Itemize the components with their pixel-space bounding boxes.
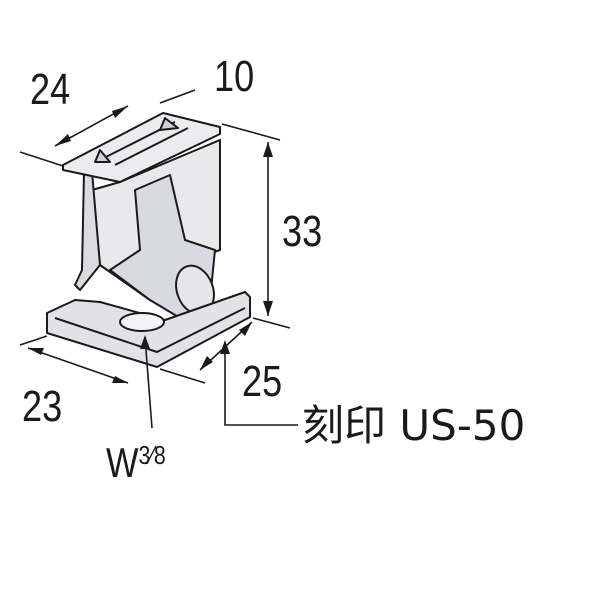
thread-size-label: W3⁄8 — [106, 439, 166, 486]
dim-label-top-width: 24 — [30, 65, 71, 114]
dim-label-base-depth: 25 — [242, 357, 283, 406]
dim-label-top-depth: 10 — [214, 52, 255, 101]
dim-label-base-width: 23 — [22, 382, 63, 431]
stamp-leader — [224, 342, 298, 426]
dim-label-height: 33 — [282, 207, 323, 256]
dim-line-23 — [27, 347, 129, 384]
stamp-label: 刻印 US-50 — [302, 401, 526, 450]
bolt-hole — [119, 312, 165, 332]
thread-leader — [144, 336, 153, 429]
top-plate — [62, 112, 221, 183]
